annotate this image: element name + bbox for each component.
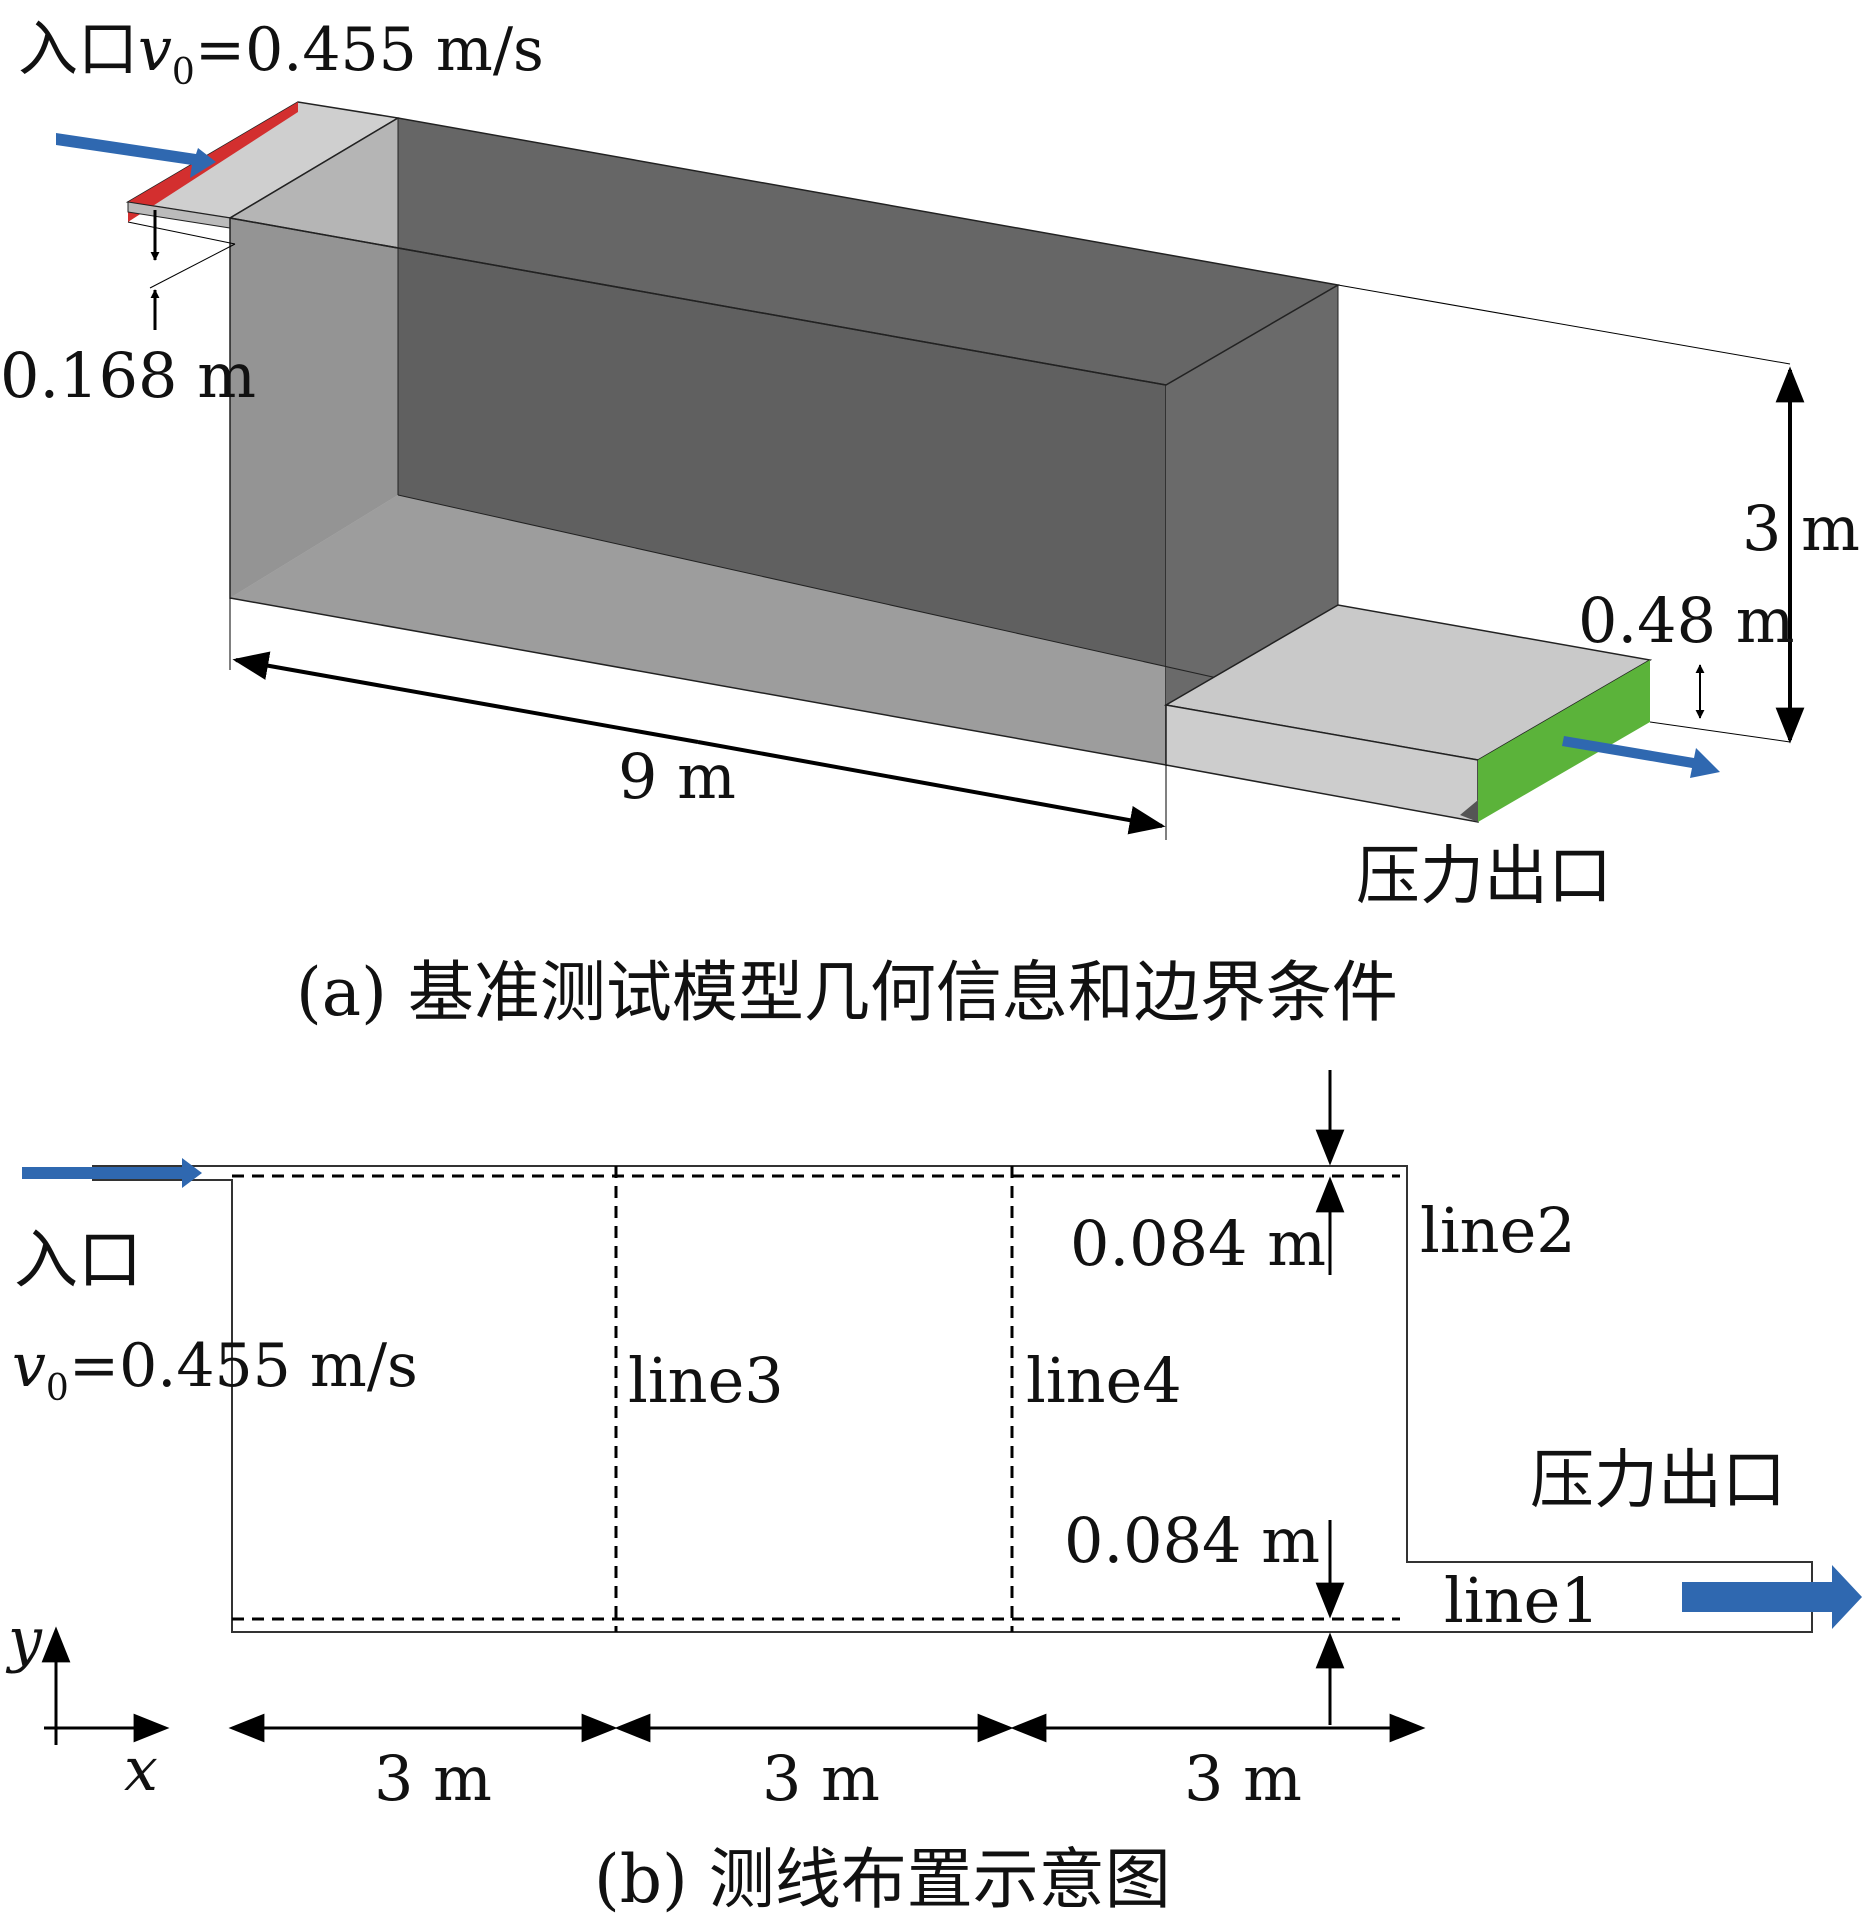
- tank-right-wall: [1166, 285, 1338, 705]
- label-seg3: 3 m: [1184, 1742, 1302, 1815]
- tank-floor: [230, 495, 1338, 765]
- label-tank-height: 3 m: [1742, 492, 1860, 565]
- label-axis-x: x: [124, 1735, 158, 1805]
- dim-inlet-height: [127, 210, 236, 330]
- tank-back-wall: [398, 118, 1338, 705]
- inlet-flow-arrow-b: [22, 1158, 202, 1188]
- caption-a: (a) 基准测试模型几何信息和边界条件: [296, 954, 1398, 1031]
- label-seg1: 3 m: [374, 1742, 492, 1815]
- label-inlet-height: 0.168 m: [0, 339, 256, 412]
- tank-left-wall: [230, 118, 398, 598]
- label-line4: line4: [1026, 1344, 1182, 1417]
- outlet-flow-arrow: [1562, 736, 1720, 778]
- label-outlet-height: 0.48 m: [1578, 584, 1795, 657]
- dim-tank-length: [229, 598, 1167, 840]
- tank-back-bottom-edge: [397, 494, 1339, 706]
- label-line1: line1: [1444, 1564, 1600, 1637]
- caption-b: (b) 测线布置示意图: [594, 1841, 1171, 1918]
- outlet-corner-shade: [1460, 800, 1478, 822]
- label-inlet-velocity-b: v0=0.455 m/s: [12, 1331, 418, 1409]
- label-offset-bottom: 0.084 m: [1064, 1504, 1320, 1577]
- label-line3: line3: [628, 1344, 784, 1417]
- label-inlet-b: 入口: [14, 1224, 142, 1298]
- panel-b-schematic: 0.084 m 0.084 m line2 line1 line3 line4 …: [5, 1070, 1862, 1918]
- dim-tank-height: [1337, 284, 1805, 744]
- outlet-flow-arrow-b: [1682, 1565, 1862, 1629]
- label-pressure-outlet-b: 压力出口: [1530, 1444, 1786, 1518]
- label-axis-y: y: [5, 1605, 43, 1675]
- label-seg2: 3 m: [762, 1742, 880, 1815]
- label-inlet-velocity-a: 入口v0=0.455 m/s: [18, 15, 544, 93]
- label-line2: line2: [1420, 1194, 1576, 1267]
- inlet-flow-arrow: [56, 133, 216, 178]
- label-tank-length: 9 m: [618, 740, 736, 813]
- label-pressure-outlet-a: 压力出口: [1356, 840, 1612, 914]
- panel-a-3d-model: 0.168 m 3 m 0.48 m 9 m 入口v0=0.455 m/s 压力…: [0, 15, 1860, 1031]
- label-offset-top: 0.084 m: [1070, 1207, 1326, 1280]
